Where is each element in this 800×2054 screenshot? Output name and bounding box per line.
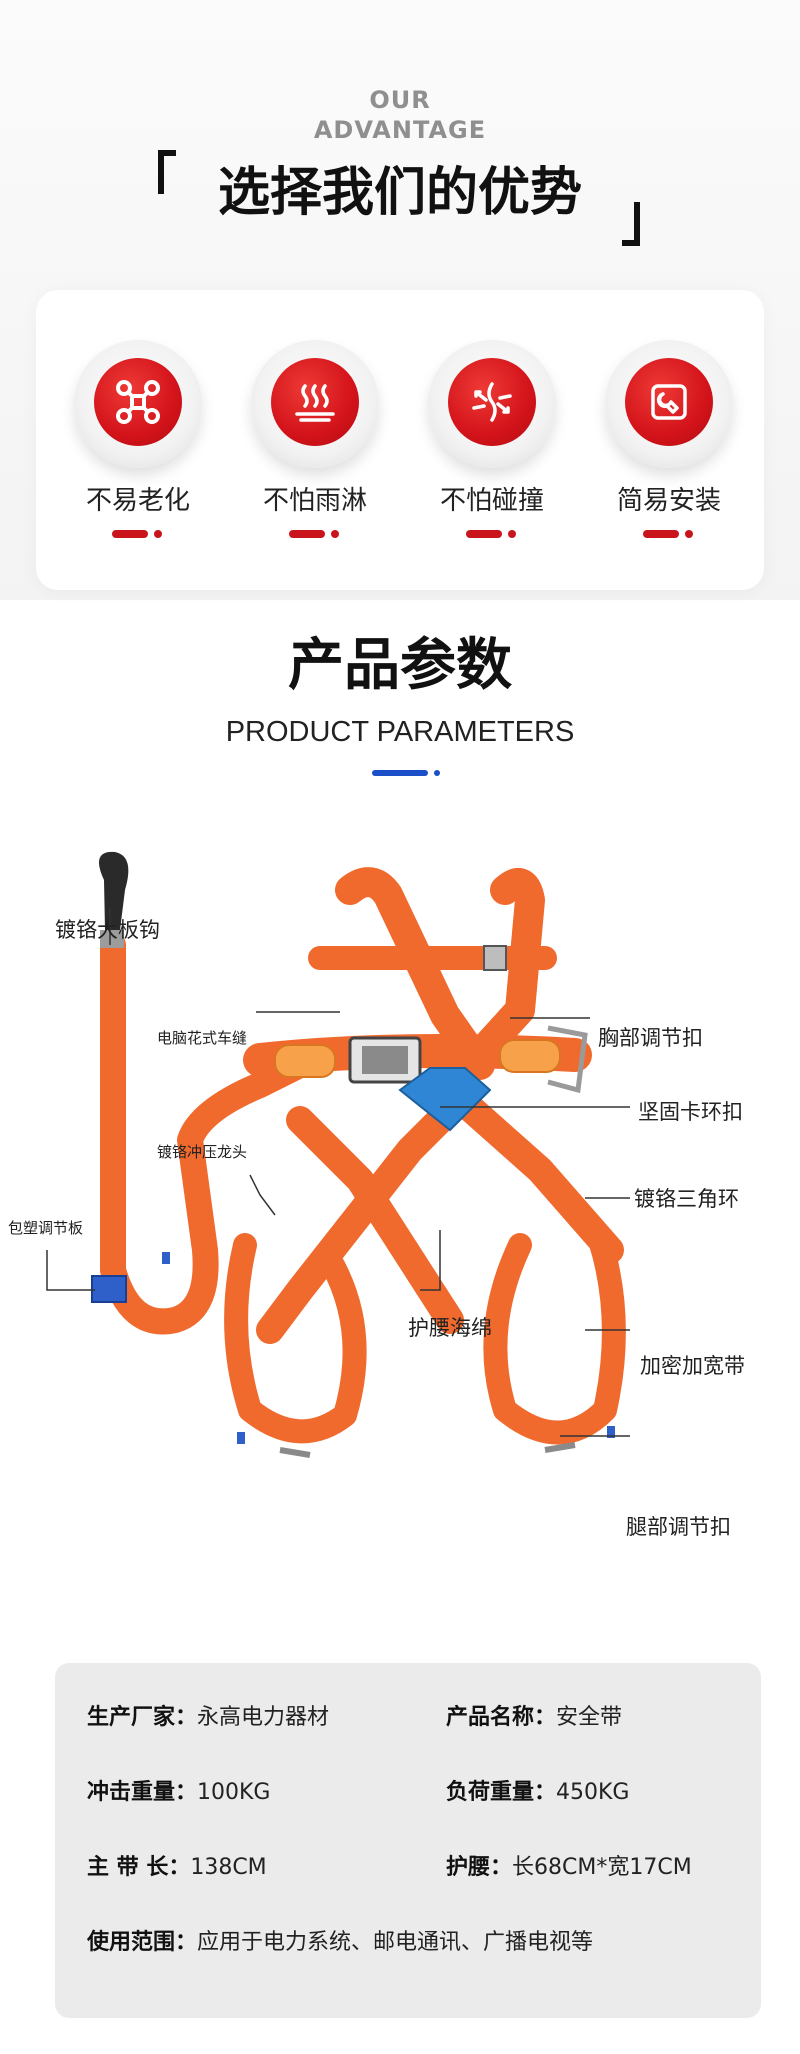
spec-load-weight: 负荷重量：450KG (446, 1778, 629, 1808)
harness-diagram: 镀铬大板钩 电脑花式车缝 胸部调节扣 坚固卡环扣 镀铬冲压龙头 镀铬三角环 包塑… (0, 850, 800, 1610)
callout-hook: 镀铬大板钩 (55, 918, 160, 942)
feature-underline (643, 530, 695, 538)
advantage-en-line2: ADVANTAGE (313, 116, 487, 144)
advantage-en-line1: OUR (369, 86, 431, 114)
spec-main-strap-length: 主 带 长：138CM (87, 1853, 267, 1883)
spec-product-name: 产品名称：安全带 (446, 1703, 622, 1733)
advantage-title: 选择我们的优势 (217, 163, 582, 223)
spec-value: 100KG (197, 1780, 271, 1805)
spec-value: 138CM (190, 1855, 267, 1880)
spec-value: 应用于电力系统、邮电通讯、广播电视等 (197, 1930, 594, 1955)
callout-leg-buckle: 腿部调节扣 (626, 1515, 731, 1539)
spec-key: 使用范围： (87, 1930, 198, 1955)
callout-waist-sponge: 护腰海绵 (408, 1316, 492, 1340)
impact-arrows-icon (448, 358, 536, 446)
feature-item: 不怕雨淋 (240, 340, 390, 538)
feature-label: 不怕碰撞 (439, 486, 544, 516)
parameters-underline (372, 770, 442, 776)
spec-key: 冲击重量： (87, 1780, 198, 1805)
feature-icon-ring (428, 340, 556, 468)
feature-label: 不易老化 (85, 486, 190, 516)
callout-pressed-head: 镀铬冲压龙头 (157, 1143, 248, 1161)
spec-value: 450KG (556, 1780, 630, 1805)
spec-panel: 生产厂家：永高电力器材 产品名称：安全带 冲击重量：100KG 负荷重量：450… (55, 1663, 761, 2018)
safety-harness-illustration (46, 851, 630, 1458)
parameters-title: 产品参数 (288, 633, 512, 698)
feature-item: 简易安装 (594, 340, 744, 538)
spec-manufacturer: 生产厂家：永高电力器材 (87, 1703, 329, 1733)
spec-key: 生产厂家： (87, 1705, 198, 1730)
callout-chest-buckle: 胸部调节扣 (598, 1026, 703, 1050)
feature-underline (466, 530, 518, 538)
spec-key: 负荷重量： (446, 1780, 557, 1805)
feature-item: 不易老化 (63, 340, 213, 538)
molecule-icon (94, 358, 182, 446)
feature-label: 不怕雨淋 (262, 486, 367, 516)
spec-value: 长68CM*宽17CM (512, 1855, 692, 1880)
callout-wide-strap: 加密加宽带 (640, 1354, 745, 1378)
feature-label: 简易安装 (616, 486, 721, 516)
feature-icon-ring (74, 340, 202, 468)
callout-plastic-plate: 包塑调节板 (8, 1219, 84, 1237)
spec-key: 产品名称： (446, 1705, 557, 1730)
feature-item: 不怕碰撞 (417, 340, 567, 538)
title-bracket-right (622, 202, 640, 246)
callout-triangle-ring: 镀铬三角环 (634, 1187, 739, 1211)
feature-underline (289, 530, 341, 538)
wrench-icon (625, 358, 713, 446)
feature-icon-ring (605, 340, 733, 468)
feature-icon-ring (251, 340, 379, 468)
title-bracket-left (158, 150, 176, 194)
callout-ring-buckle: 坚固卡环扣 (638, 1100, 743, 1124)
spec-application: 使用范围：应用于电力系统、邮电通讯、广播电视等 (87, 1928, 593, 1958)
feature-underline (112, 530, 164, 538)
spec-value: 永高电力器材 (197, 1705, 330, 1730)
spec-key: 主 带 长： (87, 1855, 191, 1880)
callout-stitch: 电脑花式车缝 (157, 1029, 248, 1047)
spec-waist-pad: 护腰：长68CM*宽17CM (446, 1853, 692, 1883)
spec-impact-weight: 冲击重量：100KG (87, 1778, 270, 1808)
heat-waves-icon (271, 358, 359, 446)
parameters-en-title: PRODUCT PARAMETERS (225, 716, 575, 748)
spec-value: 安全带 (556, 1705, 623, 1730)
spec-key: 护腰： (446, 1855, 513, 1880)
advantage-section: OUR ADVANTAGE 选择我们的优势 不易老化 (0, 0, 800, 600)
